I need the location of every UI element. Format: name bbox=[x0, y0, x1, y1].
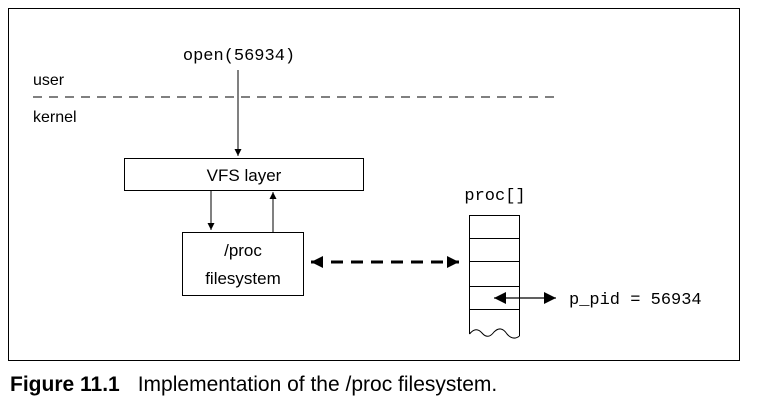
kernel-label: kernel bbox=[33, 109, 77, 126]
procfs-label-line1: /proc bbox=[224, 241, 262, 260]
open-call-label: open(56934) bbox=[183, 47, 295, 66]
user-label: user bbox=[33, 72, 65, 89]
procfs-label-line2: filesystem bbox=[205, 269, 281, 288]
pid-label: p_pid = 56934 bbox=[569, 291, 702, 310]
figure-number: Figure 11.1 bbox=[10, 373, 120, 396]
figure-caption-text: Implementation of the /proc filesystem. bbox=[137, 373, 498, 396]
procfs-box bbox=[182, 232, 304, 296]
vfs-layer-label: VFS layer bbox=[207, 166, 282, 185]
proc-array bbox=[469, 215, 520, 339]
proc-array-torn-edge bbox=[469, 328, 520, 339]
figure-frame bbox=[8, 8, 740, 361]
proc-array-label: proc[] bbox=[464, 187, 525, 206]
vfs-layer-box bbox=[124, 158, 364, 191]
figure-caption: Figure 11.1 Implementation of the /proc f… bbox=[10, 373, 497, 397]
